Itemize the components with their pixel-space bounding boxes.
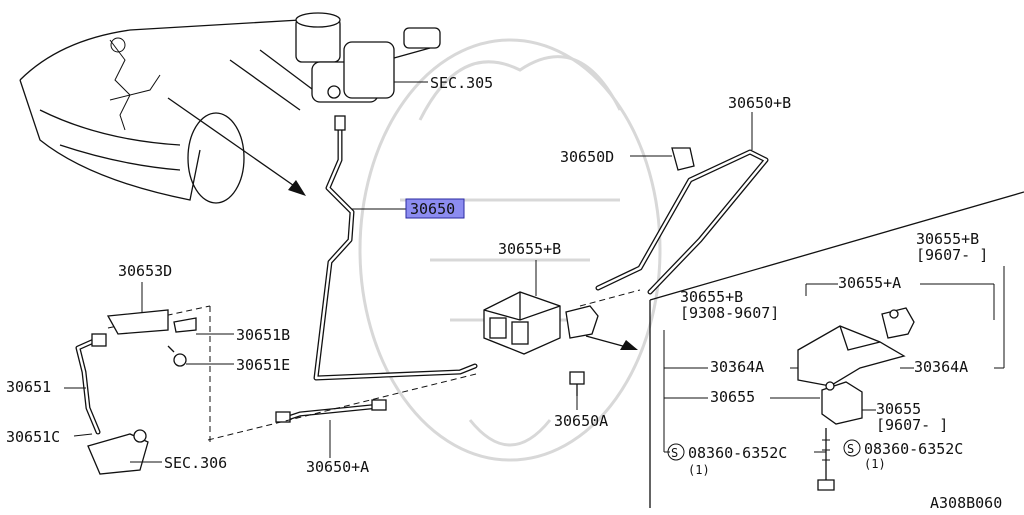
symbol-s-right <box>843 439 861 457</box>
symbol-s-left <box>667 443 685 461</box>
master-cylinder <box>295 12 441 103</box>
bracket-30653d <box>106 309 197 335</box>
car-illustration <box>19 19 324 204</box>
leader-30651c <box>73 433 93 437</box>
label-30364a-right: 30364A <box>914 358 968 376</box>
damper-30655 <box>821 381 863 425</box>
damper-30655a <box>881 307 915 339</box>
label-date-9308-9607: [9308-9607] <box>680 304 779 322</box>
highlight-30650 <box>405 198 465 219</box>
dashed-line-a <box>207 373 477 441</box>
label-30650a-bottom: 30650+A <box>306 458 369 476</box>
label-bolt-left: 08360-6352C <box>688 444 787 462</box>
pipe-30650b <box>595 149 769 295</box>
label-30651: 30651 <box>6 378 51 396</box>
bolt-30650a <box>569 371 585 396</box>
label-30651e: 30651E <box>236 356 290 374</box>
label-30651c: 30651C <box>6 428 60 446</box>
label-30653d: 30653D <box>118 262 172 280</box>
label-30655-left: 30655 <box>710 388 755 406</box>
label-30650d: 30650D <box>560 148 614 166</box>
slave-cylinder <box>87 429 149 475</box>
label-sec306: SEC.306 <box>164 454 227 472</box>
symbol-s-right-text: S <box>847 442 854 456</box>
pointer-arrow <box>167 97 301 191</box>
pipe-30650 <box>313 115 478 381</box>
label-30650b: 30650+B <box>728 94 791 112</box>
diagram-code: A308B060 <box>930 494 1002 510</box>
label-30650a-right: 30650A <box>554 412 608 430</box>
bolt-30651e <box>167 345 187 367</box>
label-bolt-right-qty: (1) <box>864 457 886 471</box>
label-30651b: 30651B <box>236 326 290 344</box>
label-bolt-right: 08360-6352C <box>864 440 963 458</box>
symbol-s-left-text: S <box>671 446 678 460</box>
label-30364a-left: 30364A <box>710 358 764 376</box>
label-30655b-detail: 30655+B <box>916 230 979 248</box>
label-bolt-left-qty: (1) <box>688 463 710 477</box>
detail-panel-frame <box>649 191 1024 508</box>
clip-30650d <box>671 147 695 171</box>
label-date-9607-top: [9607- ] <box>916 246 988 264</box>
label-sec305: SEC.305 <box>430 74 493 92</box>
label-30655b-top: 30655+B <box>498 240 561 258</box>
label-30650[interactable]: 30650 <box>410 200 455 218</box>
dashed-line-d <box>579 289 641 307</box>
pipe-30650a <box>275 399 387 423</box>
label-date-9607-bottom: [9607- ] <box>876 416 948 434</box>
arrowhead <box>288 180 306 196</box>
label-30655-right: 30655 <box>876 400 921 418</box>
bracket-30364a <box>797 325 906 387</box>
hose-30651 <box>75 333 107 435</box>
junction-block <box>483 291 599 355</box>
label-30655b-mid: 30655+B <box>680 288 743 306</box>
bolt-08360 <box>817 428 835 491</box>
label-30655a: 30655+A <box>838 274 901 292</box>
detail-arrowhead <box>620 340 638 350</box>
